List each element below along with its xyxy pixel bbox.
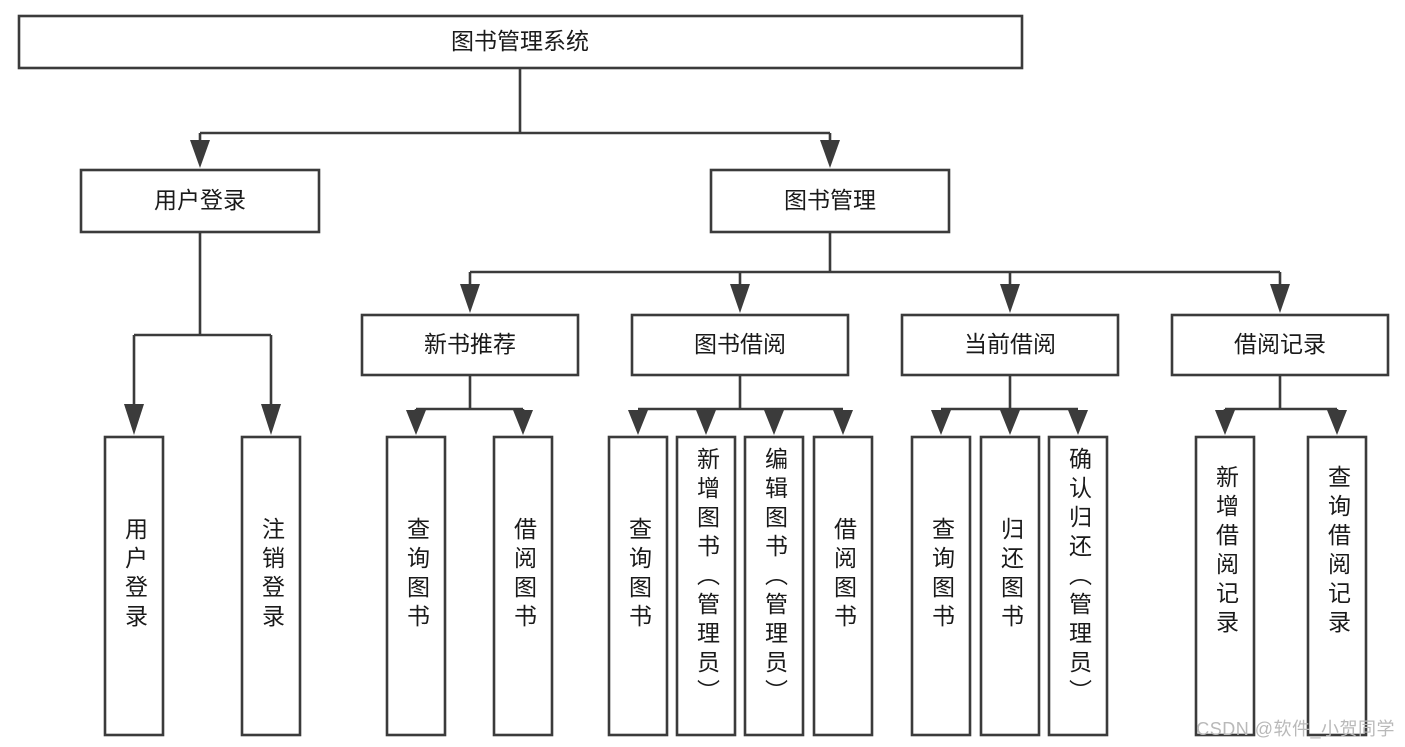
arrow-to-leaf-user-login xyxy=(124,404,144,435)
node-current-borrow[interactable] xyxy=(900,313,1120,377)
leaf-box-logout[interactable] xyxy=(240,435,302,737)
arrow-to-leaf-edit-book xyxy=(764,410,784,435)
node-new-book-recommend-label: 新书推荐 xyxy=(424,331,516,357)
node-user-login[interactable] xyxy=(79,168,321,234)
arrow-to-leaf-borrow-book-b xyxy=(833,410,853,435)
leaf-box-confirm-return[interactable] xyxy=(1047,435,1109,737)
connectors-newbook-to-leaves xyxy=(406,376,533,435)
arrow-to-leaf-add-record xyxy=(1215,410,1235,435)
node-book-borrow[interactable] xyxy=(630,313,850,377)
arrow-to-leaf-query-record xyxy=(1327,410,1347,435)
node-root[interactable] xyxy=(17,14,1024,70)
node-root-label: 图书管理系统 xyxy=(451,28,589,54)
arrow-to-leaf-return-book xyxy=(1000,410,1020,435)
node-book-manage[interactable] xyxy=(709,168,951,234)
arrow-to-new-book-recommend xyxy=(460,284,480,313)
arrow-to-leaf-query-book-c xyxy=(931,410,951,435)
connectors-bookborrow-to-leaves xyxy=(628,376,853,435)
arrow-to-borrow-record xyxy=(1270,284,1290,313)
leaf-box-query-book-b[interactable] xyxy=(607,435,669,737)
leaf-box-borrow-book-b[interactable] xyxy=(812,435,874,737)
leaf-box-query-record[interactable] xyxy=(1306,435,1368,737)
arrow-to-leaf-add-book xyxy=(696,410,716,435)
node-current-borrow-label: 当前借阅 xyxy=(964,331,1056,357)
arrow-to-leaf-query-book-b xyxy=(628,410,648,435)
arrow-to-book-borrow xyxy=(730,284,750,313)
connectors-userlogin-to-leaves xyxy=(124,233,281,435)
leaf-box-edit-book[interactable] xyxy=(743,435,805,737)
leaf-box-user-login[interactable] xyxy=(103,435,165,737)
arrow-to-leaf-query-book-a xyxy=(406,410,426,435)
leaf-box-add-book[interactable] xyxy=(675,435,737,737)
node-borrow-record-label: 借阅记录 xyxy=(1234,331,1326,357)
leaf-box-add-record[interactable] xyxy=(1194,435,1256,737)
arrow-to-leaf-logout xyxy=(261,404,281,435)
arrow-to-leaf-borrow-book-a xyxy=(513,410,533,435)
leaf-box-query-book-a[interactable] xyxy=(385,435,447,737)
node-user-login-label: 用户登录 xyxy=(154,187,246,213)
connectors-borrowrecord-to-leaves xyxy=(1215,376,1347,435)
leaf-box-query-book-c[interactable] xyxy=(910,435,972,737)
arrow-to-user-login xyxy=(190,140,210,168)
leaf-box-borrow-book-a[interactable] xyxy=(492,435,554,737)
node-book-manage-label: 图书管理 xyxy=(784,187,876,213)
node-borrow-record[interactable] xyxy=(1170,313,1390,377)
node-new-book-recommend[interactable] xyxy=(360,313,580,377)
connectors-currentborrow-to-leaves xyxy=(931,376,1088,435)
connectors-root-to-level2 xyxy=(190,69,840,168)
leaf-box-return-book[interactable] xyxy=(979,435,1041,737)
arrow-to-book-manage xyxy=(820,140,840,168)
node-book-borrow-label: 图书借阅 xyxy=(694,331,786,357)
arrow-to-leaf-confirm-return xyxy=(1068,410,1088,435)
connectors-bookmanage-to-level3 xyxy=(460,233,1290,313)
watermark-label: CSDN @软件_小贺同学 xyxy=(1196,719,1395,739)
arrow-to-current-borrow xyxy=(1000,284,1020,313)
